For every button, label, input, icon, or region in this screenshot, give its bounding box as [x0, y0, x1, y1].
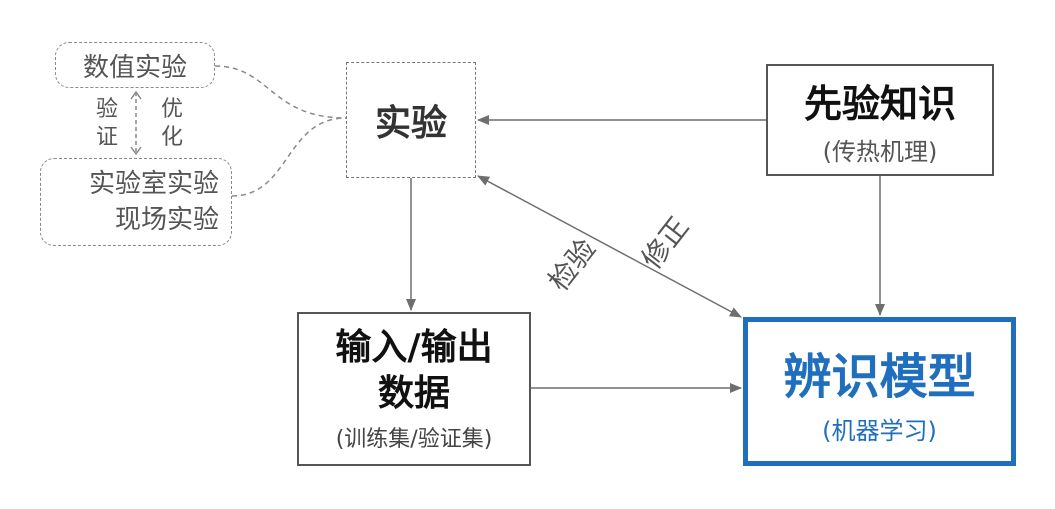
prior-knowledge-box: 先验知识 (传热机理) [766, 64, 994, 176]
model-subtitle: (机器学习) [822, 417, 937, 445]
numeric-experiment-label: 数值实验 [82, 52, 187, 83]
prior-knowledge-subtitle: (传热机理) [822, 138, 938, 166]
optimize-label-char-2: 化 [160, 125, 183, 150]
verify-optimize-arrow-top [130, 90, 142, 100]
verify-label-char-2: 证 [95, 125, 118, 150]
lab-field-experiment-box: 实验室实验 现场实验 [40, 158, 232, 246]
experiment-label: 实验 [374, 103, 447, 144]
verify-label: 验 证 [95, 96, 119, 152]
experiment-box: 实验 [346, 62, 476, 178]
io-data-subtitle: (训练集/验证集) [335, 427, 493, 452]
optimize-label-char-1: 优 [160, 97, 183, 122]
verify-optimize-arrow-bottom [130, 146, 142, 156]
experiment-model-bidirectional-arrow [477, 175, 742, 318]
io-data-title-line1: 输入/输出 [335, 327, 493, 368]
model-title: 辨识模型 [783, 349, 976, 405]
optimize-label: 优 化 [160, 96, 184, 152]
io-data-box: 输入/输出 数据 (训练集/验证集) [297, 312, 531, 466]
verify-label-char-1: 验 [95, 97, 118, 122]
identification-model-box: 辨识模型 (机器学习) [743, 317, 1016, 466]
lab-experiment-label: 实验室实验 [88, 169, 219, 199]
numeric-to-experiment-curve [214, 65, 347, 119]
prior-knowledge-title: 先验知识 [803, 82, 956, 126]
numeric-experiment-box: 数值实验 [55, 42, 215, 88]
field-experiment-label: 现场实验 [114, 205, 219, 235]
io-data-title-line2: 数据 [377, 373, 450, 414]
lab-to-experiment-curve [231, 117, 347, 197]
